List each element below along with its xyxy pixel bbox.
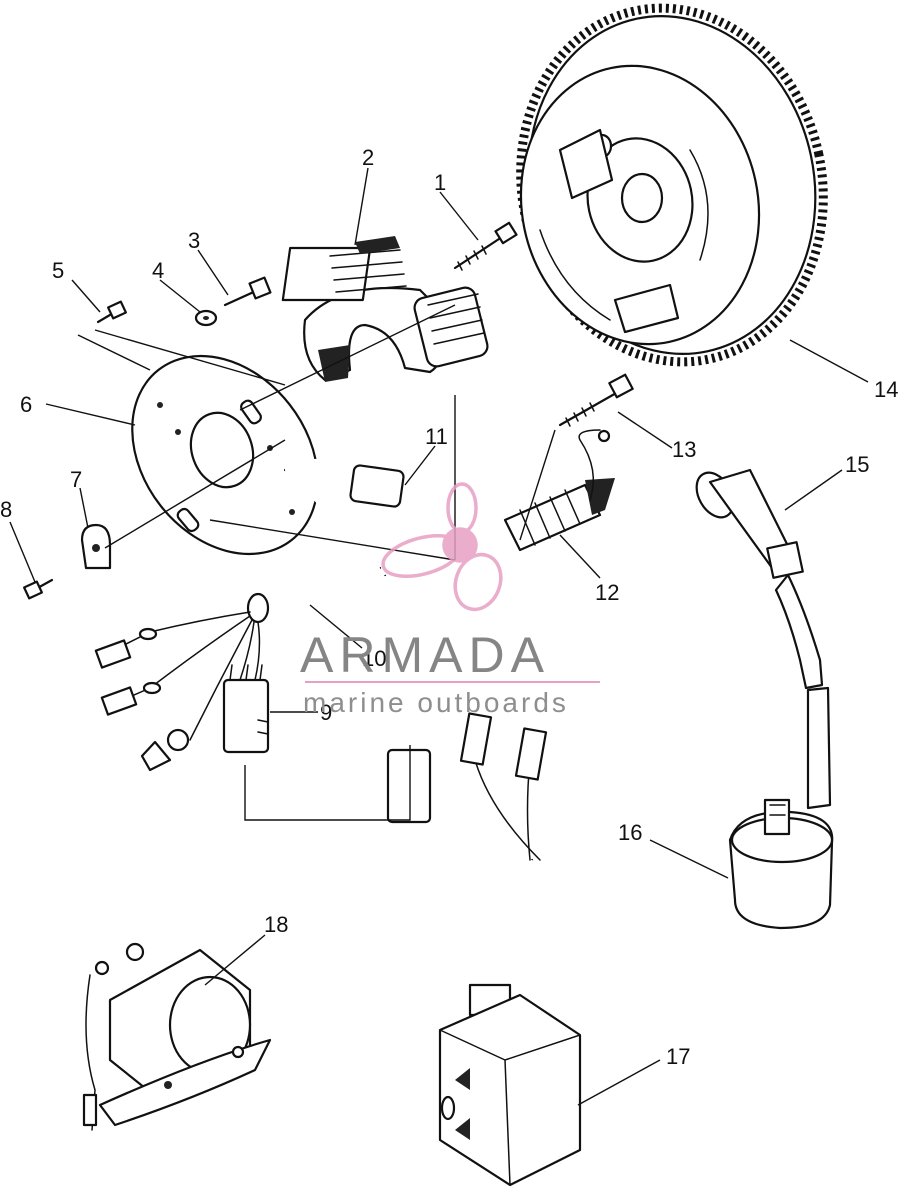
callout-8: 8 <box>0 497 12 522</box>
callout-leaders <box>9 167 869 1106</box>
starter-solenoid <box>82 942 272 1131</box>
callout-14: 14 <box>874 377 898 402</box>
screw-1 <box>453 221 518 271</box>
callout-6: 6 <box>20 392 32 417</box>
screw-5 <box>96 300 127 324</box>
wire-harness <box>94 561 382 772</box>
callout-9: 9 <box>320 700 332 725</box>
pulser-coil <box>503 429 615 552</box>
callout-12: 12 <box>595 580 619 605</box>
watermark-tagline: marine outboards <box>303 687 569 718</box>
propeller-logo-icon <box>381 482 503 612</box>
callout-17: 17 <box>666 1044 690 1069</box>
bolt-3 <box>223 276 272 307</box>
callout-13: 13 <box>672 437 696 462</box>
watermark: ARMADA marine outboards <box>300 482 600 718</box>
callout-3: 3 <box>188 228 200 253</box>
callout-16: 16 <box>618 820 642 845</box>
callout-1: 1 <box>434 170 446 195</box>
clamp-7 <box>80 523 112 570</box>
washer-4 <box>194 309 218 327</box>
callout-18: 18 <box>264 912 288 937</box>
callout-10: 10 <box>362 646 386 671</box>
spark-plug-cap <box>695 468 832 810</box>
screw-8 <box>23 578 54 600</box>
callout-4: 4 <box>152 258 164 283</box>
callout-11: 11 <box>425 424 448 449</box>
flywheel <box>516 3 828 367</box>
callout-labels: 1 2 3 4 5 6 7 8 9 10 11 12 13 14 15 16 1… <box>0 145 898 1069</box>
watermark-brand: ARMADA <box>300 627 550 683</box>
callout-5: 5 <box>52 258 64 283</box>
bolt-13 <box>558 373 634 427</box>
assembly-lines <box>77 304 556 821</box>
callout-15: 15 <box>845 452 869 477</box>
connector-9 <box>222 664 270 754</box>
ignition-coil <box>728 798 834 930</box>
stator-assembly <box>281 236 489 382</box>
callout-2: 2 <box>362 145 374 170</box>
callout-7: 7 <box>70 467 82 492</box>
cdi-unit <box>384 712 582 1187</box>
